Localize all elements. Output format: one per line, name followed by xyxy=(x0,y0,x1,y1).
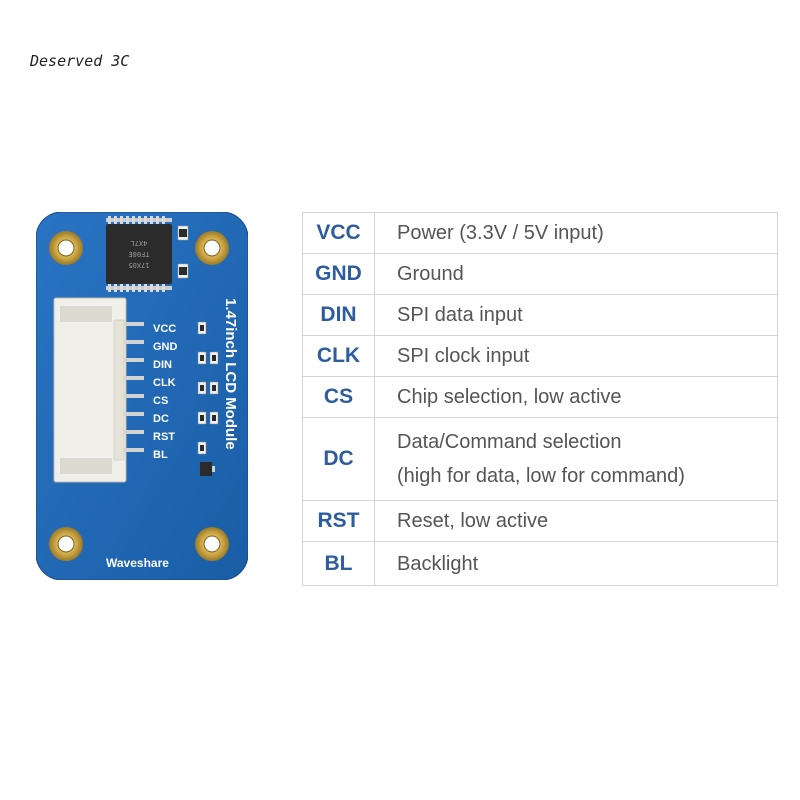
smd-components-column xyxy=(197,321,219,476)
table-row-din: DIN SPI data input xyxy=(302,294,778,336)
pcb-pin-label-rst: RST xyxy=(153,431,175,443)
table-row-gnd: GND Ground xyxy=(302,253,778,295)
pin-desc-cell: SPI data input xyxy=(374,294,778,336)
mounting-hole-top-left xyxy=(49,231,83,265)
chip-text-line-1: 4X7L xyxy=(131,239,148,247)
table-row-clk: CLK SPI clock input xyxy=(302,335,778,377)
pcb-pin-label-gnd: GND xyxy=(153,341,178,353)
pcb-pin-label-vcc: VCC xyxy=(153,323,176,335)
pin-name-cell: VCC xyxy=(302,212,375,254)
pcb-module-title: 1.47inch LCD Module xyxy=(222,298,239,450)
pcb-brand-label: Waveshare xyxy=(106,556,169,570)
pcb-pin-label-cs: CS xyxy=(153,395,168,407)
chip-text-line-3: 17X05 xyxy=(128,261,149,269)
lcd-module-board: 4X7L TF08E 17X05 VCC G xyxy=(36,212,248,580)
pin-desc-line: Ground xyxy=(397,263,464,285)
table-row-dc: DC Data/Command selection (high for data… xyxy=(302,417,778,501)
pin-desc-line: Power (3.3V / 5V input) xyxy=(397,222,604,244)
table-row-cs: CS Chip selection, low active xyxy=(302,376,778,418)
pin-desc-cell: Data/Command selection (high for data, l… xyxy=(374,417,778,501)
pin-desc-line: (high for data, low for command) xyxy=(397,465,685,487)
pin-desc-line: Chip selection, low active xyxy=(397,386,622,408)
pin-desc-cell: Ground xyxy=(374,253,778,295)
pin-name-cell: DIN xyxy=(302,294,375,336)
pin-desc-cell: Chip selection, low active xyxy=(374,376,778,418)
pin-name-cell: CLK xyxy=(302,335,375,377)
table-row-vcc: VCC Power (3.3V / 5V input) xyxy=(302,212,778,254)
table-row-bl: BL Backlight xyxy=(302,541,778,586)
pcb-pin-label-dc: DC xyxy=(153,413,169,425)
pin-description-table: VCC Power (3.3V / 5V input) GND Ground D… xyxy=(302,212,778,586)
pin-desc-cell: SPI clock input xyxy=(374,335,778,377)
ic-chip: 4X7L TF08E 17X05 xyxy=(106,216,172,292)
pin-name-cell: RST xyxy=(302,500,375,542)
pin-desc-line: Reset, low active xyxy=(397,510,549,532)
mounting-hole-bottom-left xyxy=(49,527,83,561)
pin-desc-line: SPI data input xyxy=(397,304,523,326)
mounting-hole-top-right xyxy=(195,231,229,265)
pin-name-cell: DC xyxy=(302,417,375,501)
pin-name-cell: CS xyxy=(302,376,375,418)
pin-name-cell: BL xyxy=(302,541,375,586)
pin-desc-cell: Reset, low active xyxy=(374,500,778,542)
mounting-hole-bottom-right xyxy=(195,527,229,561)
pin-desc-line: Data/Command selection xyxy=(397,431,622,453)
watermark-text: Deserved 3C xyxy=(30,52,130,70)
pin-desc-cell: Backlight xyxy=(374,541,778,586)
pin-desc-line: Backlight xyxy=(397,552,479,575)
fpc-connector xyxy=(53,297,144,483)
table-row-rst: RST Reset, low active xyxy=(302,500,778,542)
chip-text-line-2: TF08E xyxy=(128,250,149,258)
pin-desc-line: SPI clock input xyxy=(397,345,530,367)
pcb-pin-label-clk: CLK xyxy=(153,377,176,389)
pin-name-cell: GND xyxy=(302,253,375,295)
pcb-pin-label-din: DIN xyxy=(153,359,172,371)
smd-components-top xyxy=(177,225,189,279)
pcb-pin-label-bl: BL xyxy=(153,449,168,461)
pin-desc-cell: Power (3.3V / 5V input) xyxy=(374,212,778,254)
